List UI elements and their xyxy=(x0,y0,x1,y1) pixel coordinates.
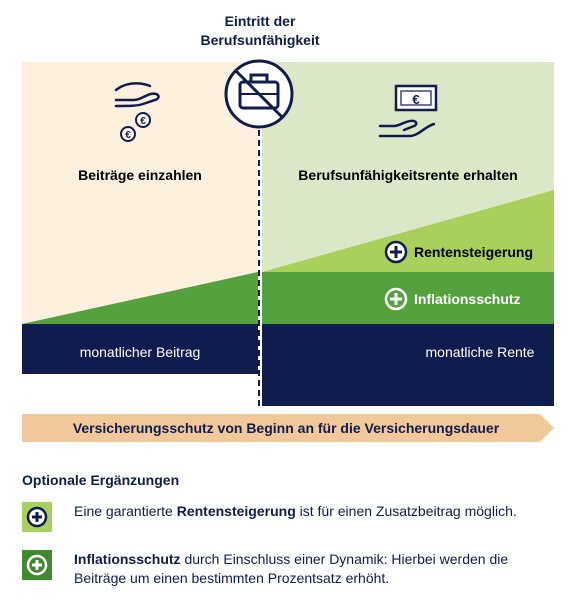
option-text-pension-increase: Eine garantierte Rentensteigerung ist fü… xyxy=(74,502,544,521)
option-text-pre: Eine garantierte xyxy=(74,503,177,519)
coverage-arrow xyxy=(22,414,554,442)
no-briefcase-icon xyxy=(224,59,294,129)
option-item-inflation-protection: Inflationsschutz durch Einschluss einer … xyxy=(22,550,542,590)
options-title: Optionale Ergänzungen xyxy=(22,472,180,488)
monthly-contribution-label: monatlicher Beitrag xyxy=(80,344,201,360)
option-text-post: ist für einen Zusatzbeitrag möglich. xyxy=(295,503,517,519)
payment-phase-label: Beiträge einzahlen xyxy=(78,167,202,183)
banknote-hand-icon: € xyxy=(378,84,438,138)
option-text-inflation-protection: Inflationsschutz durch Einschluss einer … xyxy=(74,550,544,588)
benefit-phase-label: Berufsunfähigkeitsrente erhalten xyxy=(298,167,517,183)
pension-increase-badge: Rentensteigerung xyxy=(384,240,533,264)
plus-circle-icon xyxy=(22,550,52,580)
hand-coins-icon xyxy=(114,82,160,108)
monthly-pension-label: monatliche Rente xyxy=(426,344,535,360)
header-title-line1: Eintritt der xyxy=(224,13,296,29)
coverage-arrow-label: Versicherungsschutz von Beginn an für di… xyxy=(72,420,500,436)
inflation-protection-label: Inflationsschutz xyxy=(414,291,521,307)
inflation-protection-band xyxy=(262,272,554,324)
pension-increase-label: Rentensteigerung xyxy=(414,244,533,260)
contribution-increase-wedge xyxy=(22,272,258,324)
plus-circle-icon xyxy=(22,502,52,532)
option-text-bold: Inflationsschutz xyxy=(74,551,181,567)
pension-increase-wedge xyxy=(262,190,554,272)
option-text-post: durch Einschluss einer Dynamik: Hierbei … xyxy=(74,551,509,586)
option-text-bold: Rentensteigerung xyxy=(176,503,296,519)
coin-symbol-2: € xyxy=(125,130,131,141)
benefit-diagram: € € € Beiträge einzahlen Berufsunfähigke… xyxy=(22,59,554,442)
monthly-pension-bar xyxy=(262,324,554,406)
option-item-pension-increase: Eine garantierte Rentensteigerung ist fü… xyxy=(22,502,542,542)
euro-coin-icon: € € xyxy=(120,112,151,142)
header-title: Eintritt der Berufsunfähigkeit xyxy=(160,12,360,50)
inflation-protection-badge: Inflationsschutz xyxy=(384,287,521,311)
header-title-line2: Berufsunfähigkeit xyxy=(200,32,320,48)
coin-symbol-1: € xyxy=(140,116,146,127)
monthly-contribution-bar xyxy=(22,324,258,374)
banknote-symbol: € xyxy=(412,92,419,107)
